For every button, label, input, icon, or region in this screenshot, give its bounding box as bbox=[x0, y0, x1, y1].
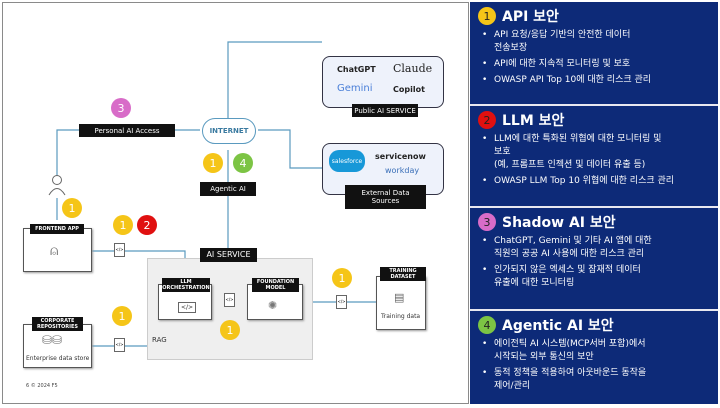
claude-logo: Claude bbox=[393, 62, 433, 75]
salesforce-logo: salesforce bbox=[329, 150, 365, 172]
section-agentic-ai-security: 4 Agentic AI 보안 에이전틱 AI 시스템(MCP서버 포함)에서 시… bbox=[470, 309, 718, 404]
public-ai-service-label: Public AI SERVICE bbox=[352, 104, 418, 117]
security-panel: 1 API 보안 API 요청/응답 기반의 안전한 데이터 전송보장 API에 대… bbox=[470, 2, 718, 404]
badge-1: 1 bbox=[220, 320, 240, 340]
llm-orchestration-label: LLM ORCHESTRATION bbox=[162, 278, 210, 292]
personal-ai-access-label: Personal AI Access bbox=[79, 124, 175, 137]
section-shadow-ai-security: 3 Shadow AI 보안 ChatGPT, Gemini 및 기타 AI 앱에… bbox=[470, 206, 718, 309]
badge-1: 1 bbox=[113, 215, 133, 235]
ai-service-label: AI SERVICE bbox=[200, 248, 257, 262]
section-title: LLM 보안 bbox=[502, 113, 565, 129]
badge-2: 2 bbox=[137, 215, 157, 235]
section-title: Agentic AI 보안 bbox=[502, 318, 614, 334]
badge-1: 1 bbox=[203, 153, 223, 173]
frontend-app-label: FRONTEND APP bbox=[30, 224, 84, 234]
bullet: 동적 정책을 적용하여 아웃바운드 동작을 제어/관리 bbox=[478, 367, 710, 393]
chatgpt-logo: ChatGPT bbox=[337, 65, 376, 74]
external-data-line bbox=[258, 129, 322, 169]
neural-icon: ✺ bbox=[268, 299, 278, 312]
enterprise-data-store-label: Enterprise data store bbox=[26, 355, 90, 362]
api-doc-icon: </> bbox=[224, 293, 235, 307]
foundation-model-label: FOUNDATION MODEL bbox=[252, 278, 299, 292]
internet-label: INTERNET bbox=[209, 127, 249, 135]
user-icon bbox=[48, 175, 66, 196]
bullet: OWASP LLM Top 10 위협에 대한 리스크 관리 bbox=[478, 175, 710, 188]
frontend-app-box: ⍝ bbox=[23, 228, 92, 272]
agentic-ai-label: Agentic AI bbox=[200, 182, 256, 196]
section-api-security: 1 API 보안 API 요청/응답 기반의 안전한 데이터 전송보장 API에 대… bbox=[470, 2, 718, 104]
badge-4: 4 bbox=[478, 316, 496, 334]
internet-cloud: INTERNET bbox=[202, 118, 256, 144]
rag-label: RAG bbox=[152, 336, 167, 344]
user-chat-icon: ⍝ bbox=[50, 243, 59, 259]
badge-1: 1 bbox=[478, 7, 496, 25]
section-llm-security: 2 LLM 보안 LLM에 대한 특화된 위협에 대한 모니터링 및 보호 (예,… bbox=[470, 104, 718, 206]
badge-1: 1 bbox=[62, 198, 82, 218]
training-dataset-label: TRAINING DATASET bbox=[380, 267, 426, 281]
workday-logo: workday bbox=[385, 166, 420, 175]
api-doc-icon: </> bbox=[114, 243, 125, 257]
code-window-icon: </> bbox=[178, 302, 197, 313]
badge-1: 1 bbox=[332, 268, 352, 288]
corporate-repositories-box: ⛁⛁ Enterprise data store bbox=[23, 324, 92, 368]
footer: 6 © 2024 F5 bbox=[26, 383, 58, 389]
database-icon: ⛁⛁ bbox=[42, 333, 63, 347]
section-title: Shadow AI 보안 bbox=[502, 215, 616, 231]
gemini-logo: Gemini bbox=[337, 83, 373, 94]
bullet: ChatGPT, Gemini 및 기타 AI 앱에 대한 직원의 공공 AI … bbox=[478, 235, 710, 261]
servicenow-logo: servicenow bbox=[375, 152, 426, 161]
public-ai-service-box: ChatGPT Claude Gemini Copilot bbox=[322, 56, 444, 108]
training-dataset-box: ▤ Training data bbox=[376, 276, 426, 330]
bullet: OWASP API Top 10에 대한 리스크 관리 bbox=[478, 74, 710, 87]
bullet: 에이전틱 AI 시스템(MCP서버 포함)에서 시작되는 외부 통신의 보안 bbox=[478, 338, 710, 364]
dataset-search-icon: ▤ bbox=[394, 291, 405, 304]
badge-2: 2 bbox=[478, 111, 496, 129]
personal-access-line bbox=[56, 129, 200, 176]
public-ai-line bbox=[227, 41, 322, 118]
corporate-repositories-label: CORPORATE REPOSITORIES bbox=[32, 317, 83, 331]
copilot-logo: Copilot bbox=[393, 85, 425, 94]
api-doc-icon: </> bbox=[114, 338, 125, 352]
bullet: 인가되지 않은 엑세스 및 잠재적 데이터 유출에 대한 모니터링 bbox=[478, 264, 710, 290]
bullet: API에 대한 지속적 모니터링 및 보호 bbox=[478, 58, 710, 71]
bullet: LLM에 대한 특화된 위협에 대한 모니터링 및 보호 (예, 프롬프트 인젝… bbox=[478, 133, 710, 172]
badge-4: 4 bbox=[233, 153, 253, 173]
external-data-sources-label: External Data Sources bbox=[345, 185, 426, 209]
training-data-label: Training data bbox=[381, 313, 421, 320]
badge-1: 1 bbox=[112, 306, 132, 326]
api-doc-icon: </> bbox=[336, 295, 347, 309]
section-title: API 보안 bbox=[502, 9, 559, 25]
badge-3: 3 bbox=[111, 98, 131, 118]
badge-3: 3 bbox=[478, 213, 496, 231]
bullet: API 요청/응답 기반의 안전한 데이터 전송보장 bbox=[478, 29, 710, 55]
